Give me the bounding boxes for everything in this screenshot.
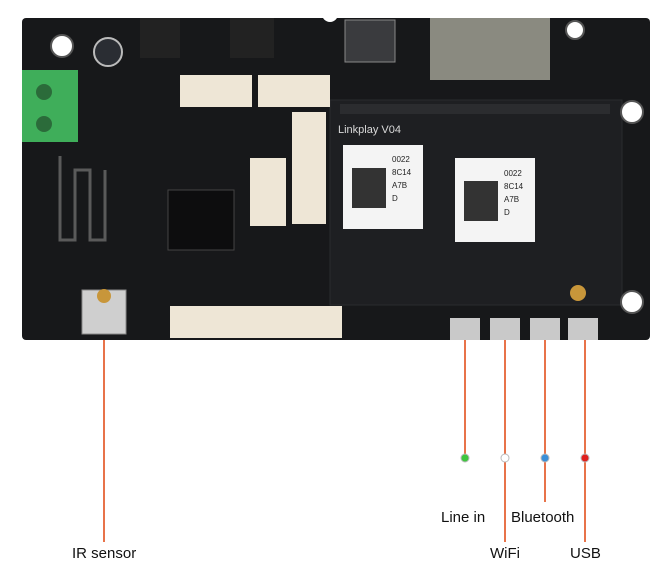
dsp-chip: [167, 189, 235, 251]
button-pad: [490, 318, 520, 340]
line-in-dot: [460, 453, 470, 463]
header-connector: [180, 75, 252, 107]
header-connector: [292, 112, 326, 224]
antenna-connector: [570, 285, 586, 301]
module-label-line: A7B: [504, 195, 519, 204]
terminal-screw: [36, 84, 52, 100]
button-pad: [568, 318, 598, 340]
label-ir-sensor: IR sensor: [72, 545, 137, 562]
ir-sensor-lens: [97, 289, 111, 303]
silkscreen-text: Linkplay V04: [338, 124, 401, 136]
mounting-hole: [50, 34, 74, 58]
mounting-hole: [322, 6, 338, 22]
pcb-antenna: [58, 156, 107, 242]
top-component: [230, 18, 274, 58]
terminal-block: [22, 70, 78, 142]
label-wifi: WiFi: [490, 545, 520, 562]
wifi-dot: [500, 453, 510, 463]
module-label-line: 8C14: [504, 182, 524, 191]
header-connector: [250, 158, 286, 226]
button-pad: [450, 318, 480, 340]
header-connector: [258, 75, 330, 107]
module-label-line: D: [504, 208, 510, 217]
qr-code: [464, 181, 498, 221]
ethernet-jack: [430, 18, 550, 80]
bluetooth-dot: [540, 453, 550, 463]
capacitor: [93, 37, 123, 67]
module-label-line: 0022: [504, 169, 522, 178]
label-line-in: Line in: [441, 509, 486, 526]
header-connector: [170, 306, 342, 338]
label-usb: USB: [570, 545, 601, 562]
module-label-line: D: [392, 194, 398, 203]
button-pad: [530, 318, 560, 340]
module-label-line: 8C14: [392, 168, 412, 177]
module-label-text: 0022 8C14 A7B D 0022 8C14 A7B D: [392, 155, 524, 217]
top-component: [140, 18, 180, 58]
terminal-screw: [36, 116, 52, 132]
usb-port: [344, 19, 396, 63]
mounting-hole: [620, 290, 644, 314]
module-label-line: A7B: [392, 181, 407, 190]
mounting-hole: [565, 20, 585, 40]
usb-dot: [580, 453, 590, 463]
module-label-line: 0022: [392, 155, 410, 164]
qr-code: [352, 168, 386, 208]
mounting-hole: [620, 100, 644, 124]
pin-header-row: [340, 104, 610, 114]
label-bluetooth: Bluetooth: [511, 509, 575, 526]
